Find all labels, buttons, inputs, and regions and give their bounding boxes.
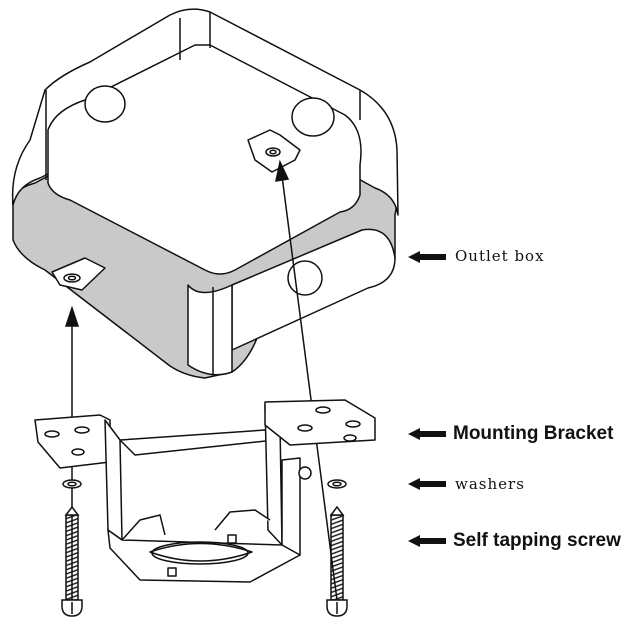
pointer-self-tapping-screw: [408, 535, 446, 547]
label-outlet-box: Outlet box: [455, 247, 545, 265]
pointer-washers: [408, 478, 446, 490]
washer-right: [327, 479, 347, 489]
pointer-outlet-box: [408, 251, 446, 263]
mounting-bracket: [34, 399, 376, 583]
label-self-tapping-screw: Self tapping screw: [453, 530, 621, 551]
washer-left: [62, 479, 82, 489]
assembly-arrow-right: [275, 159, 338, 601]
screw-right: [326, 505, 348, 617]
label-washers: washers: [455, 475, 525, 493]
pointer-mounting-bracket: [408, 428, 446, 440]
label-mounting-bracket: Mounting Bracket: [453, 423, 614, 444]
screw-left: [61, 505, 83, 617]
outlet-box: [11, 8, 399, 379]
outlet-box-corner: [187, 284, 233, 376]
outlet-box-opening: [47, 44, 362, 275]
